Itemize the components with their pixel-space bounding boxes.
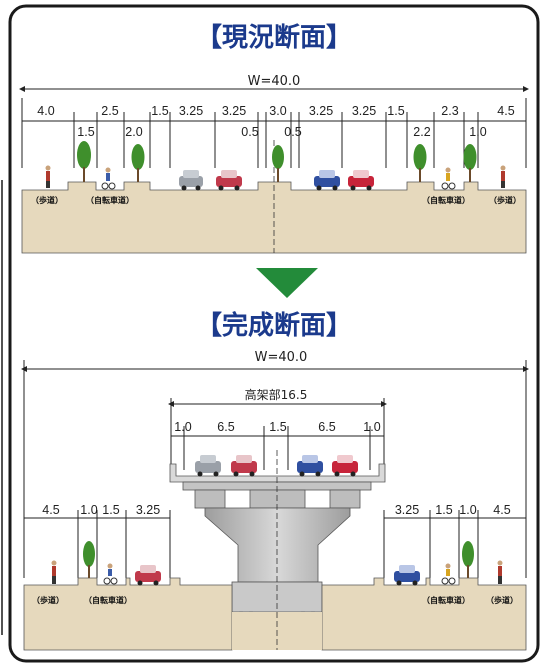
future-dim-left-3: 1.5 <box>102 503 119 517</box>
current-dim-lane-1: 3.25 <box>179 104 203 118</box>
current-dim-bike-left: 2.5 <box>101 104 118 118</box>
future-dim-right-2: 1.5 <box>435 503 452 517</box>
tree-icon <box>462 541 474 578</box>
future-label-sidewalk-right: （歩道） <box>486 595 518 605</box>
future-dim-right-1: 3.25 <box>395 503 419 517</box>
tree-icon <box>463 144 477 182</box>
current-dim-median-left: 1.5 <box>151 104 168 118</box>
future-dim-right-4: 4.5 <box>493 503 510 517</box>
future-section: 【完成断面】 W=40.0 高架部16.5 1.0 6.5 1.5 6.5 1.… <box>21 310 529 651</box>
future-ticks-left <box>77 510 171 578</box>
future-ground-right <box>321 577 527 651</box>
car-icon <box>135 565 161 586</box>
current-label-sidewalk-right: （歩道） <box>489 195 521 205</box>
current-label-sidewalk-left: （歩道） <box>31 195 63 205</box>
car-icon <box>297 455 323 477</box>
current-dim-sidewalk-right: 4.5 <box>497 104 514 118</box>
future-dim-left-1: 4.5 <box>42 503 59 517</box>
future-label-sidewalk-left: （歩道） <box>32 595 64 605</box>
girder-right <box>329 489 361 509</box>
future-label-bike-left: （自転車道） <box>84 595 132 605</box>
current-dim-lane-4: 3.25 <box>352 104 376 118</box>
current-total-width: W=40.0 <box>248 74 301 89</box>
tree-icon <box>272 145 284 182</box>
car-icon <box>231 455 257 477</box>
future-dim-left-2: 1.0 <box>80 503 97 517</box>
current-label-bike-right: （自転車道） <box>422 195 470 205</box>
elevated-dim-3: 1.5 <box>269 420 286 434</box>
current-label-bike-left: （自転車道） <box>86 195 134 205</box>
cyclist-icon <box>441 167 456 190</box>
girder-center <box>249 489 306 509</box>
current-dim-lane-2: 3.25 <box>222 104 246 118</box>
current-dim-center: 3.0 <box>269 104 286 118</box>
car-icon <box>394 565 420 586</box>
current-dim-bike-right: 2.3 <box>441 104 458 118</box>
current-subdim-1: 1.5 <box>77 125 94 139</box>
tree-icon <box>77 141 91 182</box>
future-total-width: W=40.0 <box>255 350 308 365</box>
current-section: 【現況断面】 W=40.0 4.0 2.5 1.5 3.25 3.25 3.0 … <box>19 22 529 254</box>
car-icon <box>216 170 242 191</box>
elevated-dim-5: 1.0 <box>363 420 380 434</box>
current-subdim-4: 0.5 <box>284 125 301 139</box>
pedestrian-icon <box>45 165 51 188</box>
future-ticks-right <box>383 510 479 578</box>
current-subdim-5: 2.2 <box>413 125 430 139</box>
car-icon <box>179 170 203 191</box>
future-dim-right-3: 1.0 <box>459 503 476 517</box>
elevated-dim-4: 6.5 <box>318 420 335 434</box>
current-dim-sidewalk-left: 4.0 <box>37 104 54 118</box>
car-icon <box>195 455 221 477</box>
car-icon <box>348 170 374 191</box>
current-dim-lane-3: 3.25 <box>309 104 333 118</box>
elevated-dim-1: 1.0 <box>174 420 191 434</box>
tree-icon <box>131 144 145 182</box>
current-subdim-6: 1.0 <box>469 125 486 139</box>
pedestrian-icon <box>497 560 503 584</box>
pedestrian-icon <box>51 560 57 584</box>
current-title: 【現況断面】 <box>196 22 352 53</box>
cyclist-icon <box>103 563 118 585</box>
current-subdim-3: 0.5 <box>241 125 258 139</box>
elevated-ticks <box>170 398 385 470</box>
current-subdim-2: 2.0 <box>125 125 142 139</box>
future-label-bike-right: （自転車道） <box>422 595 470 605</box>
tree-icon <box>83 541 95 578</box>
car-icon <box>332 455 358 477</box>
cyclist-icon <box>441 563 456 585</box>
current-ticks <box>21 98 527 168</box>
girder-left <box>194 489 226 509</box>
outer-frame <box>8 4 540 663</box>
car-icon <box>314 170 340 191</box>
future-ground-left <box>23 577 233 651</box>
elevated-dim-2: 6.5 <box>217 420 234 434</box>
pedestrian-icon <box>500 165 506 188</box>
cyclist-icon <box>101 167 116 190</box>
future-dim-left-4: 3.25 <box>136 503 160 517</box>
tree-icon <box>413 144 427 182</box>
transition-arrow-icon <box>256 268 318 298</box>
elevated-width-label: 高架部16.5 <box>245 387 308 402</box>
future-title: 【完成断面】 <box>196 310 352 341</box>
current-dim-median-right: 1.5 <box>387 104 404 118</box>
